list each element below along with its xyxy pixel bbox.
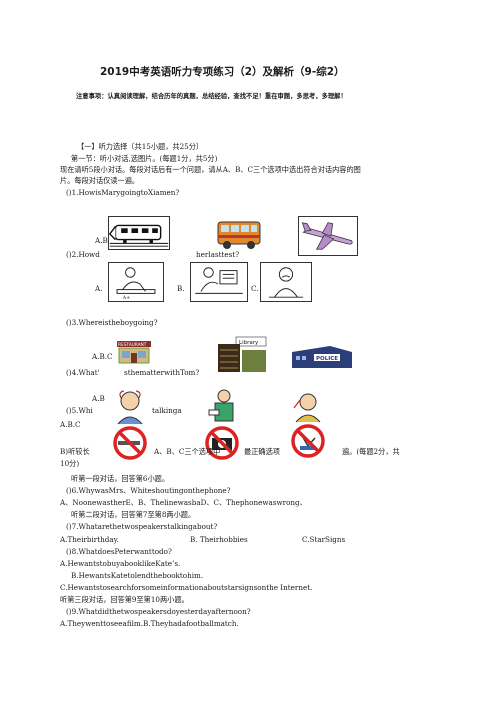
- library-sign: Library: [239, 340, 259, 346]
- dialogue-3-note: 听第三段对话，回答第9至第10两小题。: [60, 595, 189, 604]
- police-station-icon: POLICE: [292, 346, 352, 368]
- teacher-icon: [195, 267, 243, 294]
- question-1: ()1.HowisMarygoingtoXiamen?: [66, 188, 180, 197]
- broken-arm-image: [205, 388, 243, 428]
- q7-option-a: A.Theirbirthday.: [60, 535, 120, 544]
- no-camera-icon: [205, 426, 239, 460]
- instruction-line: 片。每段对话仅读一遍。: [60, 176, 140, 185]
- page-title: 2019中考英语听力专项练习（2）及解析（9-综2）: [100, 66, 345, 78]
- part2-prefix: B)听较长: [60, 447, 90, 456]
- question-4-tail: sthematterwithTom?: [124, 368, 200, 377]
- bus-image: [208, 216, 270, 253]
- airplane-icon: [301, 222, 353, 250]
- q1-options: A.B.: [95, 236, 111, 245]
- library-icon: Library: [218, 336, 267, 372]
- student-writing-image: A+: [108, 262, 164, 302]
- teacher-image: [190, 262, 248, 302]
- instruction-line: 现在请听5段小对话。每段对话后有一个问题，请从A、B、C三个选项中选出符合对话内…: [60, 165, 361, 174]
- q8-option-a: A.HewantstobuyabooklikeKate’s.: [60, 559, 181, 568]
- plane-image: [298, 216, 358, 256]
- library-image: Library: [216, 336, 268, 374]
- q2-option-b: B.: [177, 284, 185, 293]
- q3-options: A.B.C: [92, 352, 113, 361]
- notice-text: 注意事项：认真阅读理解，结合历年的真题，总结经验，查找不足！重在审题，多思考，多…: [76, 93, 347, 100]
- question-8: ()8.WhatdoesPeterwanttodo?: [66, 547, 172, 556]
- police-station-image: POLICE: [290, 346, 354, 368]
- train-icon: [109, 224, 169, 247]
- police-sign: POLICE: [316, 356, 338, 362]
- sad-student-icon: [268, 267, 304, 298]
- toothache-icon: [293, 393, 321, 423]
- svg-text:A+: A+: [122, 295, 130, 301]
- q8-option-b: B.HewantsKatetolendthebooktohim.: [71, 571, 204, 580]
- section-header: 【一】听力选择〔共15小题，共25分〕: [77, 142, 204, 151]
- dialogue-2-note: 听第二段对话，回答第7至第8两小题。: [71, 510, 196, 519]
- q2-option-c: C.: [251, 284, 259, 293]
- broken-arm-icon: [208, 389, 234, 422]
- q5-options: A.B.C: [60, 420, 81, 429]
- headache-image: [108, 386, 152, 426]
- no-smoking-sign: [110, 426, 150, 460]
- restaurant-icon: RESTAURANT: [117, 341, 151, 364]
- train-image: [108, 216, 170, 250]
- bus-icon: [217, 221, 261, 249]
- part2-line2: 10分): [60, 459, 80, 468]
- no-smoking-icon: [113, 426, 147, 460]
- q2-option-a: A.: [95, 284, 103, 293]
- headache-icon: [117, 390, 143, 425]
- restaurant-image: RESTAURANT: [116, 340, 152, 364]
- part2-tail: 遍。(每题2分，共: [342, 447, 400, 456]
- q8-option-c: C.Hewantstosearchforsomeinformationabout…: [60, 583, 313, 592]
- restaurant-sign: RESTAURANT: [118, 342, 147, 348]
- question-2-tail: herlasttest?: [196, 250, 240, 259]
- q7-option-b: B. Theirhobbies: [190, 535, 248, 544]
- q7-option-c: C.StarSigns: [302, 535, 346, 544]
- part2-mid2: 最正确选项: [244, 447, 280, 456]
- q9-options: A.Theywenttoseeafilm.B.Theyhadafootballm…: [60, 619, 239, 628]
- q6-options: A、NoonewastherE、B、ThelinewasbaD、C、Thepho…: [60, 498, 307, 507]
- no-littering-sign: [288, 424, 328, 458]
- toothache-image: [284, 388, 328, 424]
- part2-mid: A、B、C三个选项中: [154, 447, 221, 456]
- question-2: ()2.Howd: [66, 250, 100, 259]
- sad-student-image: [260, 262, 312, 302]
- dialogue-1-note: 听第一段对话，回答第6小题。: [71, 474, 170, 483]
- part-header: 第一节：听小对话,选图片。(每题1分，共5分): [71, 154, 218, 163]
- question-4: ()4.What': [66, 368, 100, 377]
- no-photo-sign: [202, 426, 242, 460]
- question-9: ()9.Whatdidthetwospeakersdoyesterdayafte…: [66, 607, 251, 616]
- question-5-tail: talkinga: [152, 406, 182, 415]
- question-7: ()7.Whatarethetwospeakerstalkingabout?: [66, 522, 218, 531]
- question-3: ()3.Whereistheboygoing?: [66, 318, 158, 327]
- q4-options: A.B: [92, 394, 105, 403]
- question-6: ()6.WhywasMrs、Whiteshoutingonthephone?: [66, 486, 231, 495]
- question-5: ()5.Whi: [66, 406, 93, 415]
- student-icon: A+: [116, 267, 156, 301]
- no-littering-icon: [291, 424, 325, 458]
